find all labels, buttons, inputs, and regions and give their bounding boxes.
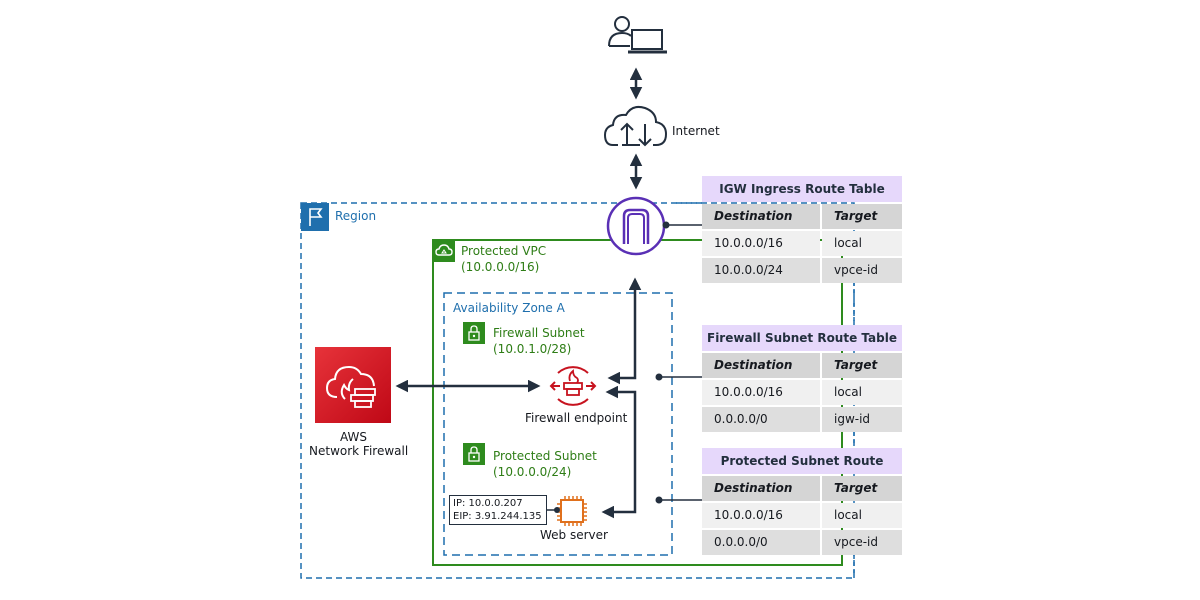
- vpc-cidr: (10.0.0.0/16): [461, 260, 540, 274]
- network-firewall-label-1: AWS: [340, 430, 368, 444]
- route-table-title: Firewall Subnet Route Table: [702, 325, 902, 351]
- firewall-subnet-lock-icon: [463, 322, 485, 344]
- elastic-ip: EIP: 3.91.244.135: [453, 511, 542, 522]
- header-destination: Destination: [702, 476, 820, 501]
- network-firewall-icon: [315, 347, 391, 423]
- firewall-endpoint-label: Firewall endpoint: [525, 411, 628, 425]
- region-flag-icon: [301, 203, 329, 231]
- arrow-server-endpoint: [601, 385, 637, 519]
- route-table-header: Destination Target: [702, 353, 902, 378]
- destination-cell: 0.0.0.0/0: [702, 530, 820, 555]
- header-target: Target: [822, 476, 902, 501]
- header-target: Target: [822, 353, 902, 378]
- table-row: 0.0.0.0/0 vpce-id: [702, 530, 902, 555]
- target-cell: vpce-id: [822, 258, 902, 283]
- connector-dot: [662, 221, 670, 229]
- destination-cell: 10.0.0.0/16: [702, 380, 820, 405]
- firewall-endpoint-icon: [548, 361, 598, 411]
- az-boundary: [443, 292, 673, 556]
- header-target: Target: [822, 204, 902, 229]
- destination-cell: 10.0.0.0/16: [702, 231, 820, 256]
- destination-cell: 0.0.0.0/0: [702, 407, 820, 432]
- availability-zone-label: Availability Zone A: [453, 301, 565, 315]
- ip-info-box: IP: 10.0.0.207 EIP: 3.91.244.135: [449, 495, 547, 525]
- route-table-title: Protected Subnet Route Table: [702, 448, 902, 494]
- firewall-subnet-name: Firewall Subnet: [493, 326, 585, 340]
- connector-dot: [655, 373, 663, 381]
- target-cell: local: [822, 231, 902, 256]
- internet-label: Internet: [672, 124, 720, 138]
- protected-subnet-lock-icon: [463, 443, 485, 465]
- network-firewall-label-2: Network Firewall: [309, 444, 409, 458]
- protected-subnet-cidr: (10.0.0.0/24): [493, 465, 572, 479]
- vpc-cloud-icon: [433, 240, 455, 262]
- target-cell: local: [822, 503, 902, 528]
- route-table-header: Destination Target: [702, 204, 902, 229]
- ip-box-connector: [547, 507, 560, 513]
- arrow-endpoint-igw: [607, 277, 642, 385]
- header-destination: Destination: [702, 353, 820, 378]
- vpc-name: Protected VPC: [461, 244, 547, 258]
- internet-gateway-icon: [606, 196, 666, 256]
- protected-subnet-name: Protected Subnet: [493, 449, 597, 463]
- table-row: 10.0.0.0/16 local: [702, 231, 902, 256]
- table-row: 10.0.0.0/16 local: [702, 380, 902, 405]
- web-server-label: Web server: [540, 528, 608, 542]
- igw-ingress-route-table: IGW Ingress Route Table Destination Targ…: [702, 176, 902, 283]
- region-label: Region: [335, 209, 377, 223]
- destination-cell: 10.0.0.0/24: [702, 258, 820, 283]
- table-row: 10.0.0.0/24 vpce-id: [702, 258, 902, 283]
- firewall-subnet-route-table: Firewall Subnet Route Table Destination …: [702, 325, 902, 432]
- private-ip: IP: 10.0.0.207: [453, 498, 523, 509]
- table-row: 0.0.0.0/0 igw-id: [702, 407, 902, 432]
- connector-dot: [655, 496, 663, 504]
- internet-cloud-icon: [603, 105, 668, 147]
- protected-subnet-route-table: Protected Subnet Route Table Destination…: [702, 448, 902, 555]
- target-cell: vpce-id: [822, 530, 902, 555]
- firewall-subnet-cidr: (10.0.1.0/28): [493, 342, 572, 356]
- destination-cell: 10.0.0.0/16: [702, 503, 820, 528]
- route-table-title: IGW Ingress Route Table: [702, 176, 902, 202]
- table-row: 10.0.0.0/16 local: [702, 503, 902, 528]
- route-table-header: Destination Target: [702, 476, 902, 501]
- user-laptop-icon: [608, 16, 667, 54]
- target-cell: local: [822, 380, 902, 405]
- header-destination: Destination: [702, 204, 820, 229]
- target-cell: igw-id: [822, 407, 902, 432]
